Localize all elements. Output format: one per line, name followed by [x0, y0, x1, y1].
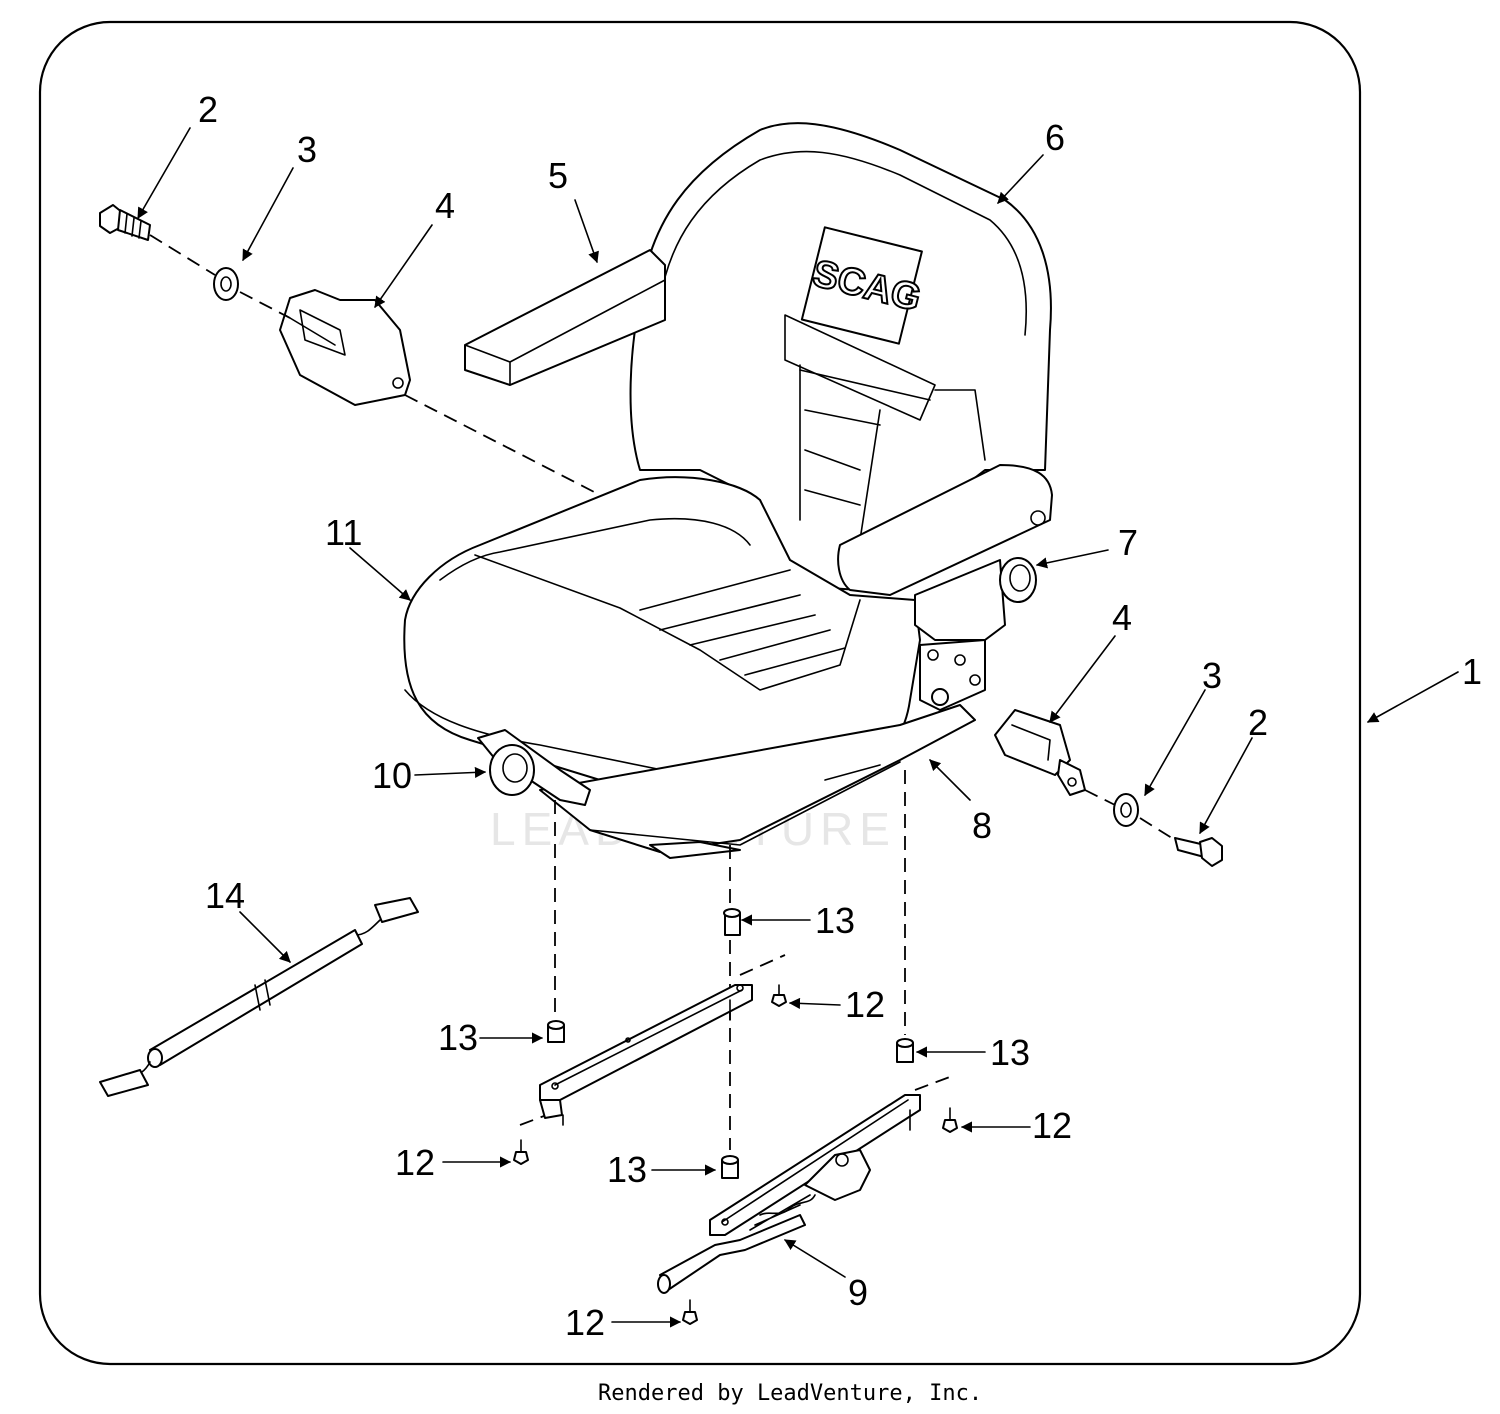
callout-7: 7 [1118, 522, 1138, 563]
footer-credit: Rendered by LeadVenture, Inc. [598, 1381, 982, 1406]
assembly-lines [149, 234, 1176, 1150]
callout-3-right: 3 [1202, 655, 1222, 696]
armrest-left [464, 249, 666, 386]
callout-10: 10 [372, 755, 412, 796]
screw-12a [771, 984, 787, 1007]
callout-4-right: 4 [1112, 597, 1132, 638]
armrest-right [837, 464, 1053, 641]
washer-right [1113, 793, 1139, 827]
wire-harness [99, 897, 419, 1097]
knob-10 [477, 729, 591, 806]
washer-left [213, 267, 239, 301]
spacer-13a [723, 908, 741, 936]
assembly-frame [38, 20, 1362, 1366]
callout-8: 8 [972, 805, 992, 846]
callout-12-right: 12 [1032, 1105, 1072, 1146]
callout-arrows [137, 127, 1459, 1328]
callout-12-bottom: 12 [565, 1302, 605, 1343]
bolt-left [99, 204, 151, 241]
callout-2-right: 2 [1248, 702, 1268, 743]
callout-1: 1 [1462, 651, 1482, 692]
callout-13-right: 13 [990, 1032, 1030, 1073]
callout-13-left: 13 [438, 1017, 478, 1058]
callout-labels: 1 2 3 4 5 6 7 4 3 2 8 11 10 14 13 12 13 … [198, 89, 1482, 1343]
spacer-13b [547, 1020, 565, 1043]
screw-12d [682, 1299, 698, 1325]
callout-5: 5 [548, 155, 568, 196]
callout-4-left: 4 [435, 185, 455, 226]
seat-back: SCAG [629, 122, 1052, 591]
seat-base [539, 639, 986, 859]
callout-9: 9 [848, 1272, 868, 1313]
callout-12-top: 12 [845, 984, 885, 1025]
callout-13-top: 13 [815, 900, 855, 941]
callout-12-left: 12 [395, 1142, 435, 1183]
slide-rail-lower [657, 1094, 921, 1294]
bolt-right [1174, 837, 1223, 867]
callout-6: 6 [1045, 117, 1065, 158]
spacer-13c [896, 1038, 914, 1063]
callout-2-left: 2 [198, 89, 218, 130]
screw-12c [942, 1107, 958, 1133]
callout-13-bottom: 13 [607, 1149, 647, 1190]
seat-belt-left [279, 289, 411, 406]
slide-rail-upper [539, 984, 753, 1126]
screw-12b [513, 1139, 529, 1165]
seat-belt-right [994, 709, 1086, 796]
callout-11: 11 [325, 512, 362, 553]
callout-14: 14 [205, 875, 245, 916]
callout-3-left: 3 [297, 129, 317, 170]
knob-7 [999, 557, 1037, 603]
spacer-13d [721, 1155, 739, 1179]
